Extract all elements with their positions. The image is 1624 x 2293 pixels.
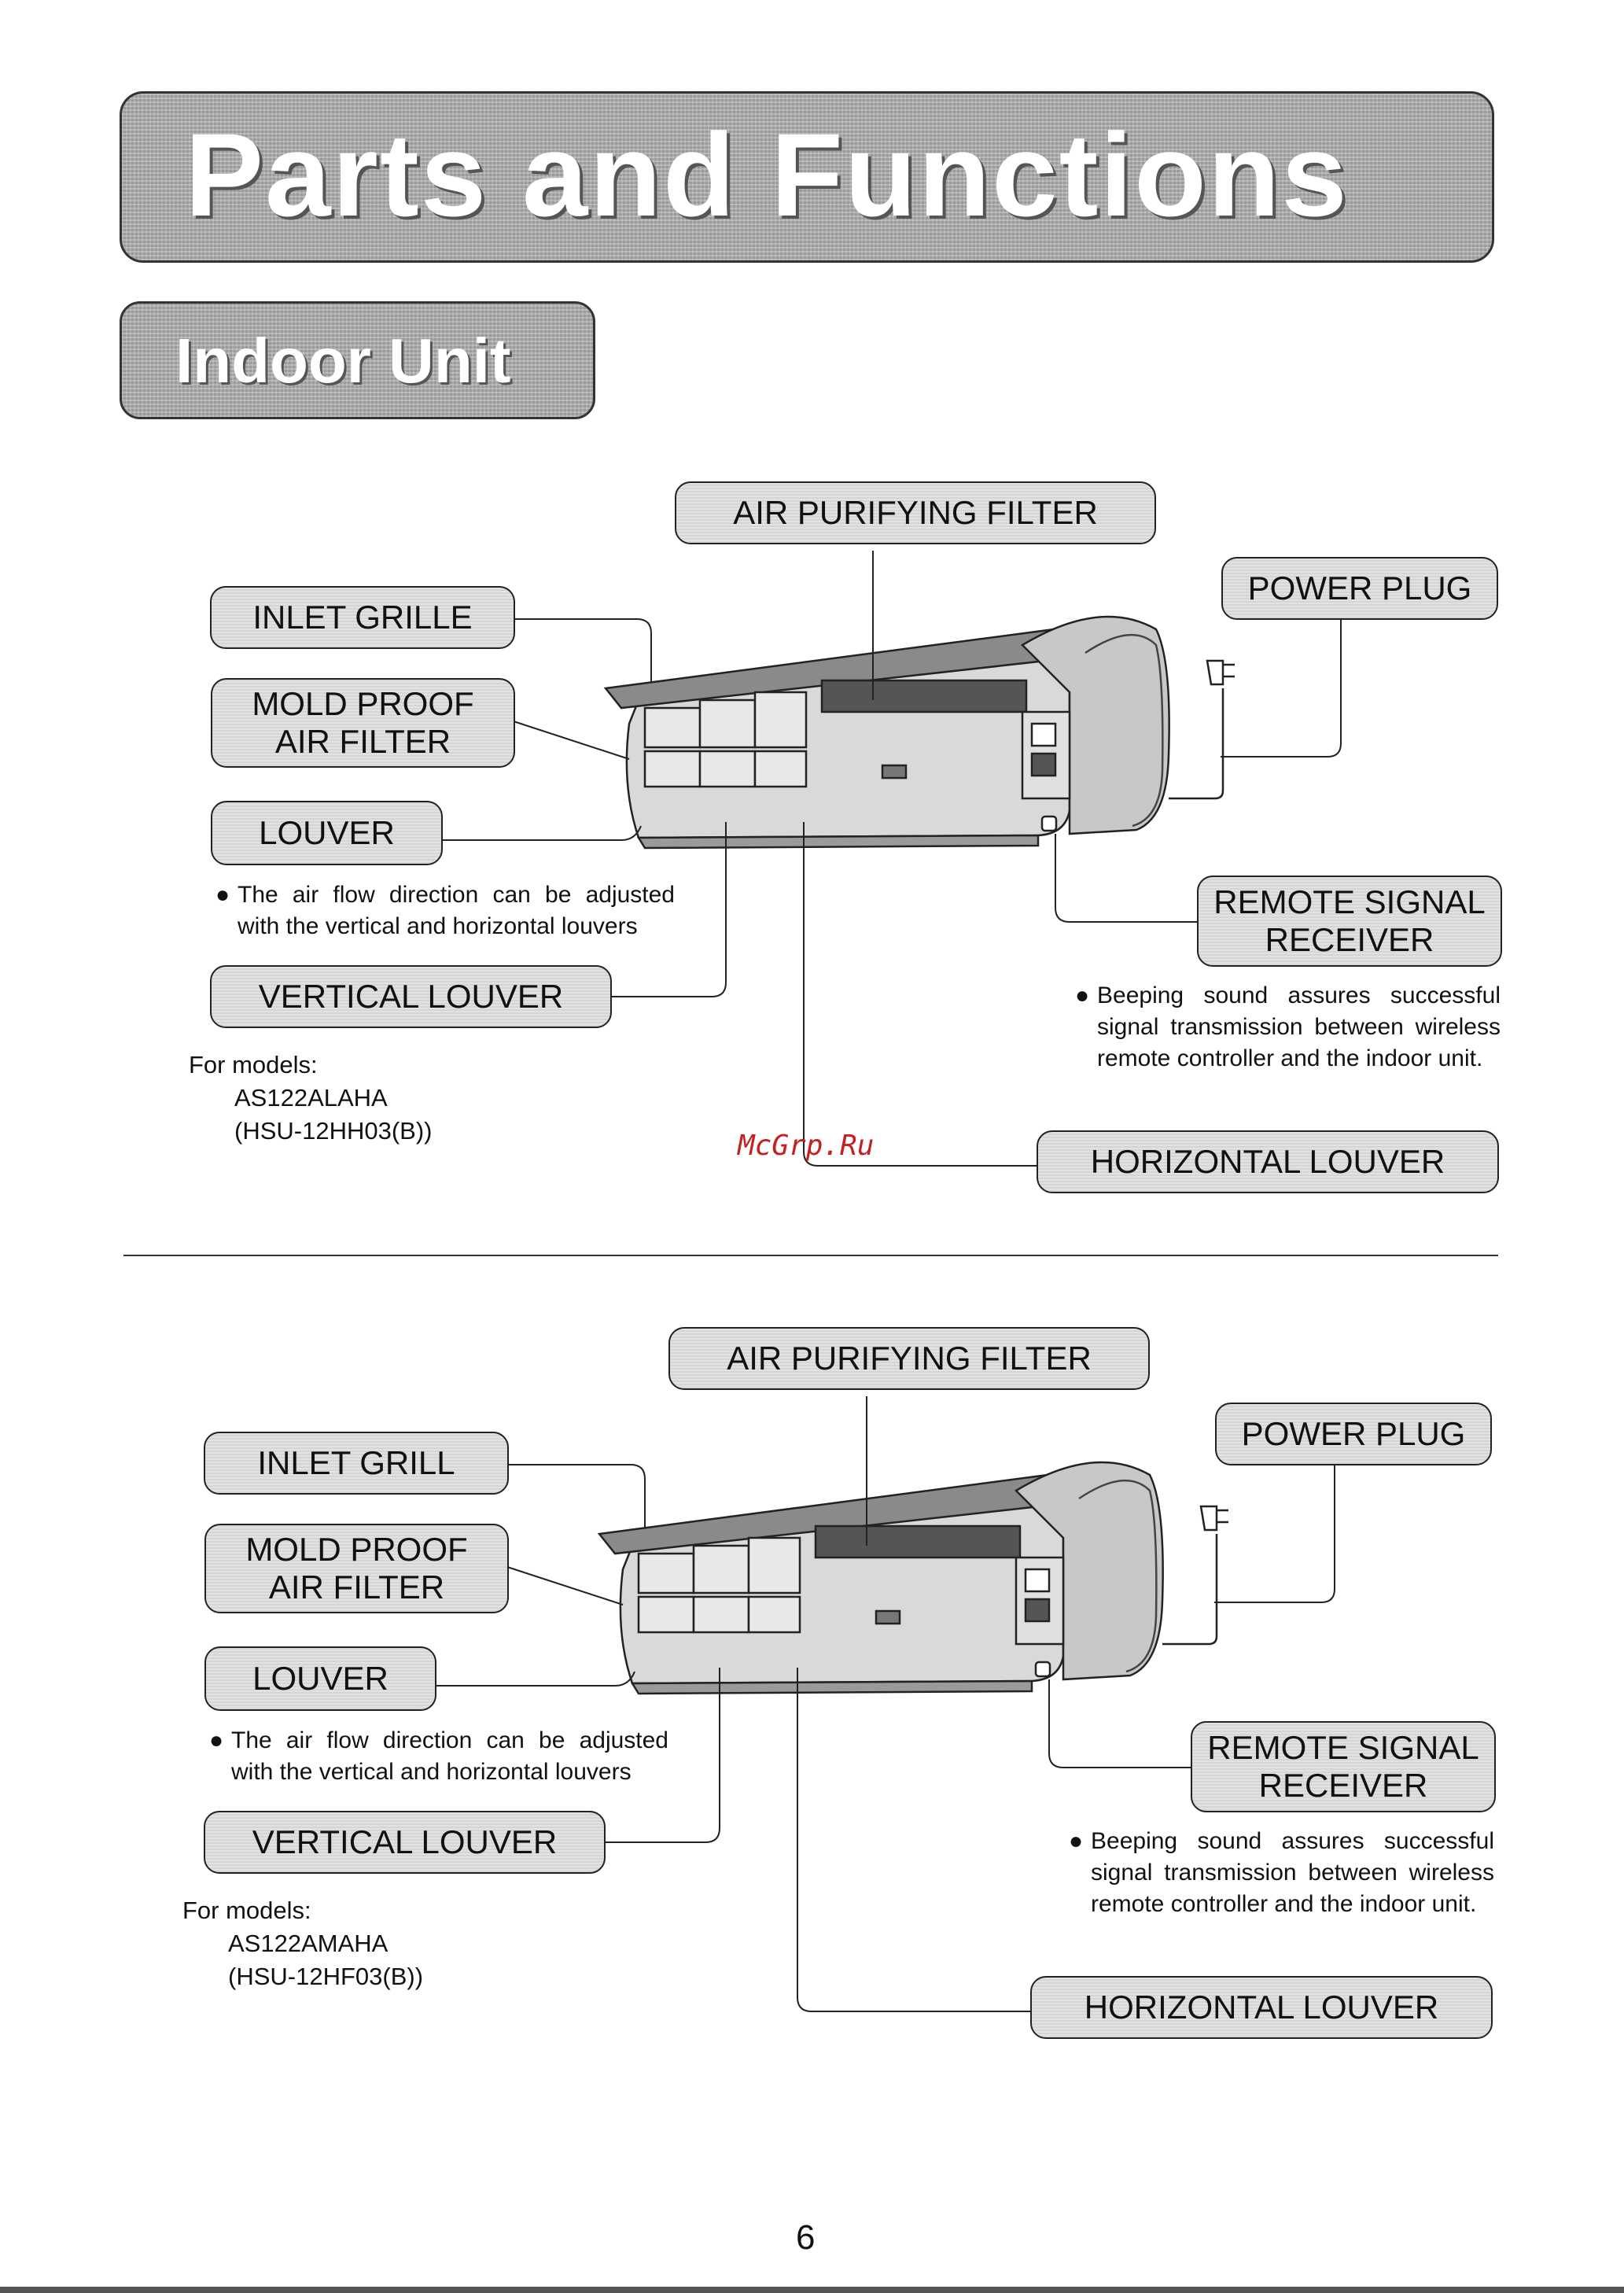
- remote-signal-receiver-label: REMOTE SIGNAL RECEIVER: [1197, 876, 1502, 967]
- section-divider: [123, 1255, 1498, 1256]
- models-list-2: For models: AS122AMAHA (HSU-12HF03(B)): [182, 1894, 423, 1993]
- model-code: AS122AMAHA: [228, 1930, 389, 1957]
- bullet-icon: ●: [1069, 1828, 1084, 1854]
- horizontal-louver-label: HORIZONTAL LOUVER: [1037, 1130, 1499, 1193]
- indoor-unit-illustration-1: [443, 551, 1342, 1167]
- air-purifying-filter-label: AIR PURIFYING FILTER: [668, 1327, 1150, 1390]
- bullet-icon: ●: [209, 1727, 224, 1753]
- vertical-louver-label: VERTICAL LOUVER: [210, 965, 612, 1028]
- remote-note: ● Beeping sound assures successful signa…: [1069, 1826, 1494, 1920]
- air-purifying-filter-label: AIR PURIFYING FILTER: [675, 481, 1156, 544]
- model-code: AS122ALAHA: [234, 1084, 388, 1111]
- section-title: Indoor Unit: [175, 326, 511, 396]
- models-heading: For models:: [182, 1897, 311, 1924]
- remote-signal-receiver-label: REMOTE SIGNAL RECEIVER: [1191, 1721, 1496, 1812]
- page-number: 6: [796, 2218, 816, 2257]
- indoor-unit-diagram-1: AIR PURIFYING FILTER POWER PLUG INLET GR…: [0, 0, 1624, 1193]
- page-title: Parts and Functions: [185, 109, 1349, 241]
- model-code-alt: (HSU-12HF03(B)): [228, 1963, 424, 1990]
- indoor-unit-illustration-2: [436, 1396, 1335, 2012]
- horizontal-louver-label: HORIZONTAL LOUVER: [1030, 1976, 1493, 2039]
- power-plug-label: POWER PLUG: [1215, 1403, 1492, 1465]
- subtitle-banner: Indoor Unit: [120, 301, 595, 419]
- power-plug-label: POWER PLUG: [1221, 557, 1498, 620]
- louver-label: LOUVER: [211, 801, 443, 865]
- models-heading: For models:: [189, 1051, 318, 1078]
- mold-proof-air-filter-label: MOLD PROOF AIR FILTER: [211, 678, 515, 768]
- bullet-icon: ●: [215, 882, 230, 908]
- indoor-unit-diagram-2: AIR PURIFYING FILTER POWER PLUG INLET GR…: [0, 846, 1624, 2039]
- louver-note: ● The air flow direction can be adjusted…: [215, 879, 675, 942]
- model-code-alt: (HSU-12HH03(B)): [234, 1117, 433, 1145]
- inlet-grill-label: INLET GRILL: [204, 1432, 509, 1495]
- models-list-1: For models: AS122ALAHA (HSU-12HH03(B)): [189, 1049, 432, 1148]
- vertical-louver-label: VERTICAL LOUVER: [204, 1811, 606, 1874]
- bullet-icon: ●: [1075, 982, 1090, 1008]
- inlet-grille-label: INLET GRILLE: [210, 586, 515, 649]
- bottom-border: [0, 2287, 1624, 2293]
- louver-label: LOUVER: [204, 1646, 436, 1711]
- mold-proof-air-filter-label: MOLD PROOF AIR FILTER: [204, 1524, 509, 1613]
- watermark: McGrp.Ru: [738, 1130, 875, 1162]
- title-banner: Parts and Functions: [120, 91, 1494, 263]
- remote-note: ● Beeping sound assures successful signa…: [1075, 980, 1501, 1075]
- louver-note: ● The air flow direction can be adjusted…: [209, 1725, 668, 1788]
